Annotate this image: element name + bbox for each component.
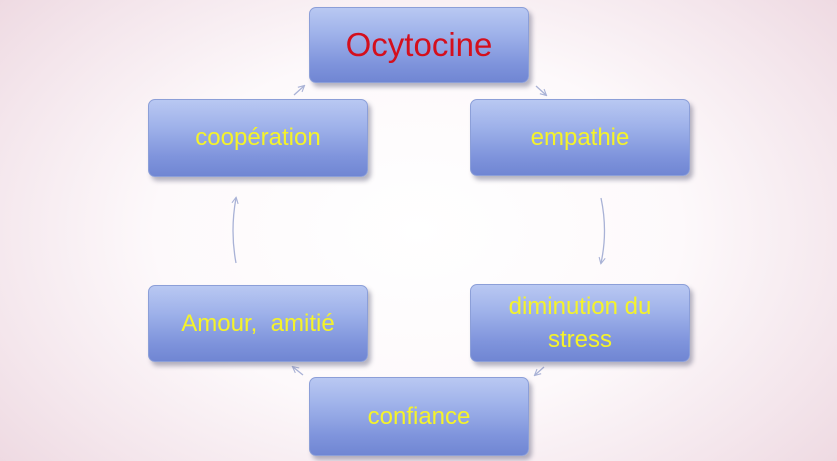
node-ocytocine-label: Ocytocine [345,26,493,63]
arrow-empathie-to-stress [601,197,605,263]
node-diminution-du-stress: diminution du stress [470,284,690,362]
arrow-ocytocine-to-empathie [535,85,546,95]
node-cooperation-label: coopération [195,124,321,151]
node-ocytocine: Ocytocine [309,7,529,83]
node-empathie-label: empathie [530,123,630,151]
arrow-confiance-to-amour [293,367,304,376]
node-diminution-du-stress-label: diminution du stress [508,293,652,353]
node-confiance-label: confiance [367,402,471,430]
arrow-amour-to-cooperation [233,198,236,264]
node-cooperation: coopération [148,99,368,177]
node-amour-amitie: Amour, amitié [148,285,368,362]
node-amour-amitie-label: Amour, amitié [181,309,335,337]
node-empathie: empathie [470,99,690,176]
arrow-stress-to-confiance [535,366,545,375]
arrow-cooperation-to-ocytocine [293,86,304,96]
node-confiance: confiance [309,377,529,456]
